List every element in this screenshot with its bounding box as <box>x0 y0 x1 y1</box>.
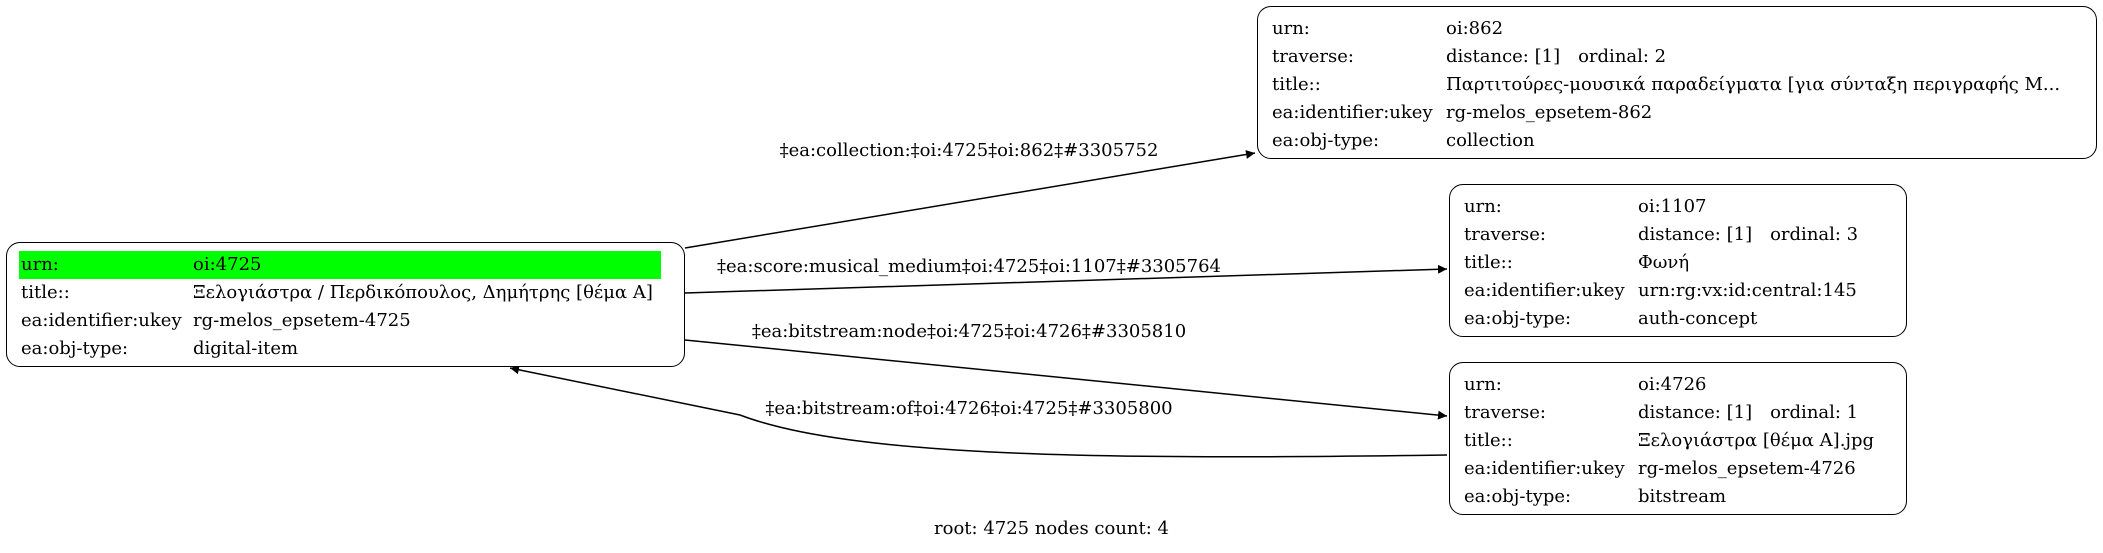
urn-value: oi:1107 <box>1638 196 1707 217</box>
title-key: title:: <box>21 282 70 303</box>
traverse-value: distance: [1] ordinal: 3 <box>1634 221 1862 249</box>
node-collection-urn-row: urn: oi:862 <box>1270 15 2064 43</box>
urn-key: urn: <box>1464 374 1502 395</box>
obj-type-key: ea:obj-type: <box>1464 308 1572 329</box>
obj-type-key: ea:obj-type: <box>21 338 129 359</box>
ukey-key: ea:identifier:ukey <box>1464 458 1625 479</box>
traverse-key: traverse: <box>1272 46 1354 67</box>
node-root[interactable]: urn: oi:4725 title:: Ξελογιάστρα / Περδι… <box>6 242 685 367</box>
urn-key: urn: <box>1464 196 1502 217</box>
edge-label-collection: ‡ea:collection:‡oi:4725‡oi:862‡#3305752 <box>780 140 1159 161</box>
traverse-key: traverse: <box>1464 224 1546 245</box>
graph-footer: root: 4725 nodes count: 4 <box>934 518 1169 539</box>
title-key: title:: <box>1464 252 1513 273</box>
node-concept[interactable]: urn: oi:1107 traverse: distance: [1] ordi… <box>1449 184 1907 337</box>
edge-bitstream-of <box>509 365 1448 458</box>
title-value: Παρτιτούρες-μουσικά παραδείγματα [για σύ… <box>1446 74 2061 95</box>
edge-label-bitstream-of: ‡ea:bitstream:of‡oi:4726‡oi:4725‡#330580… <box>765 398 1172 419</box>
node-collection-ukey-row: ea:identifier:ukey rg-melos_epsetem-862 <box>1270 99 2064 127</box>
node-collection-traverse-row: traverse: distance: [1] ordinal: 2 <box>1270 43 2064 71</box>
urn-value: oi:4726 <box>1638 374 1707 395</box>
node-bitstream-table: urn: oi:4726 traverse: distance: [1] ordi… <box>1462 371 1878 511</box>
node-concept-title-row: title:: Φωνή <box>1462 249 1862 277</box>
node-root-type-row: ea:obj-type: digital-item <box>19 335 661 363</box>
ordinal-value: ordinal: 3 <box>1770 224 1859 245</box>
title-value: Ξελογιάστρα / Περδικόπουλος, Δημήτρης [θ… <box>193 282 653 303</box>
distance-value: distance: [1] <box>1638 402 1753 423</box>
obj-type-key: ea:obj-type: <box>1272 130 1380 151</box>
node-concept-type-row: ea:obj-type: auth-concept <box>1462 305 1862 333</box>
node-root-table: urn: oi:4725 title:: Ξελογιάστρα / Περδι… <box>19 251 661 363</box>
traverse-key: traverse: <box>1464 402 1546 423</box>
title-value: Φωνή <box>1638 252 1690 273</box>
node-bitstream-traverse-row: traverse: distance: [1] ordinal: 1 <box>1462 399 1878 427</box>
node-collection[interactable]: urn: oi:862 traverse: distance: [1] ordin… <box>1257 6 2097 159</box>
edge-collection <box>684 150 1256 249</box>
ukey-key: ea:identifier:ukey <box>1272 102 1433 123</box>
distance-value: distance: [1] <box>1638 224 1753 245</box>
distance-value: distance: [1] <box>1446 46 1561 67</box>
node-bitstream-type-row: ea:obj-type: bitstream <box>1462 483 1878 511</box>
ordinal-value: ordinal: 2 <box>1578 46 1667 67</box>
edge-score <box>684 264 1448 294</box>
edge-label-score: ‡ea:score:musical_medium‡oi:4725‡oi:1107… <box>717 256 1221 277</box>
title-key: title:: <box>1272 74 1321 95</box>
node-collection-title-row: title:: Παρτιτούρες-μουσικά παραδείγματα… <box>1270 71 2064 99</box>
urn-value: oi:4725 <box>189 251 661 279</box>
ukey-value: rg-melos_epsetem-862 <box>1446 102 1653 123</box>
obj-type-value: bitstream <box>1638 486 1727 507</box>
obj-type-key: ea:obj-type: <box>1464 486 1572 507</box>
traverse-value: distance: [1] ordinal: 1 <box>1634 399 1878 427</box>
urn-value: oi:862 <box>1446 18 1504 39</box>
node-root-ukey-row: ea:identifier:ukey rg-melos_epsetem-4725 <box>19 307 661 335</box>
node-root-title-row: title:: Ξελογιάστρα / Περδικόπουλος, Δημ… <box>19 279 661 307</box>
ordinal-value: ordinal: 1 <box>1770 402 1859 423</box>
obj-type-value: digital-item <box>193 338 299 359</box>
node-bitstream[interactable]: urn: oi:4726 traverse: distance: [1] ordi… <box>1449 362 1907 515</box>
node-concept-table: urn: oi:1107 traverse: distance: [1] ordi… <box>1462 193 1862 333</box>
ukey-key: ea:identifier:ukey <box>21 310 182 331</box>
title-key: title:: <box>1464 430 1513 451</box>
obj-type-value: auth-concept <box>1638 308 1758 329</box>
node-bitstream-urn-row: urn: oi:4726 <box>1462 371 1878 399</box>
ukey-key: ea:identifier:ukey <box>1464 280 1625 301</box>
obj-type-value: collection <box>1446 130 1535 151</box>
ukey-value: rg-melos_epsetem-4726 <box>1638 458 1856 479</box>
node-concept-traverse-row: traverse: distance: [1] ordinal: 3 <box>1462 221 1862 249</box>
node-concept-urn-row: urn: oi:1107 <box>1462 193 1862 221</box>
title-value: Ξελογιάστρα [θέμα Α].jpg <box>1638 430 1875 451</box>
node-root-urn-row: urn: oi:4725 <box>19 251 661 279</box>
node-concept-ukey-row: ea:identifier:ukey urn:rg:vx:id:central:… <box>1462 277 1862 305</box>
node-bitstream-title-row: title:: Ξελογιάστρα [θέμα Α].jpg <box>1462 427 1878 455</box>
ukey-value: rg-melos_epsetem-4725 <box>193 310 411 331</box>
node-collection-type-row: ea:obj-type: collection <box>1270 127 2064 155</box>
urn-key: urn: <box>1272 18 1310 39</box>
urn-key: urn: <box>19 251 189 279</box>
node-collection-table: urn: oi:862 traverse: distance: [1] ordin… <box>1270 15 2064 155</box>
traverse-value: distance: [1] ordinal: 2 <box>1442 43 2064 71</box>
node-bitstream-ukey-row: ea:identifier:ukey rg-melos_epsetem-4726 <box>1462 455 1878 483</box>
edge-bitstream-node <box>684 339 1448 420</box>
ukey-value: urn:rg:vx:id:central:145 <box>1638 280 1857 301</box>
edge-label-bitstream-node: ‡ea:bitstream:node‡oi:4725‡oi:4726‡#3305… <box>752 321 1186 342</box>
